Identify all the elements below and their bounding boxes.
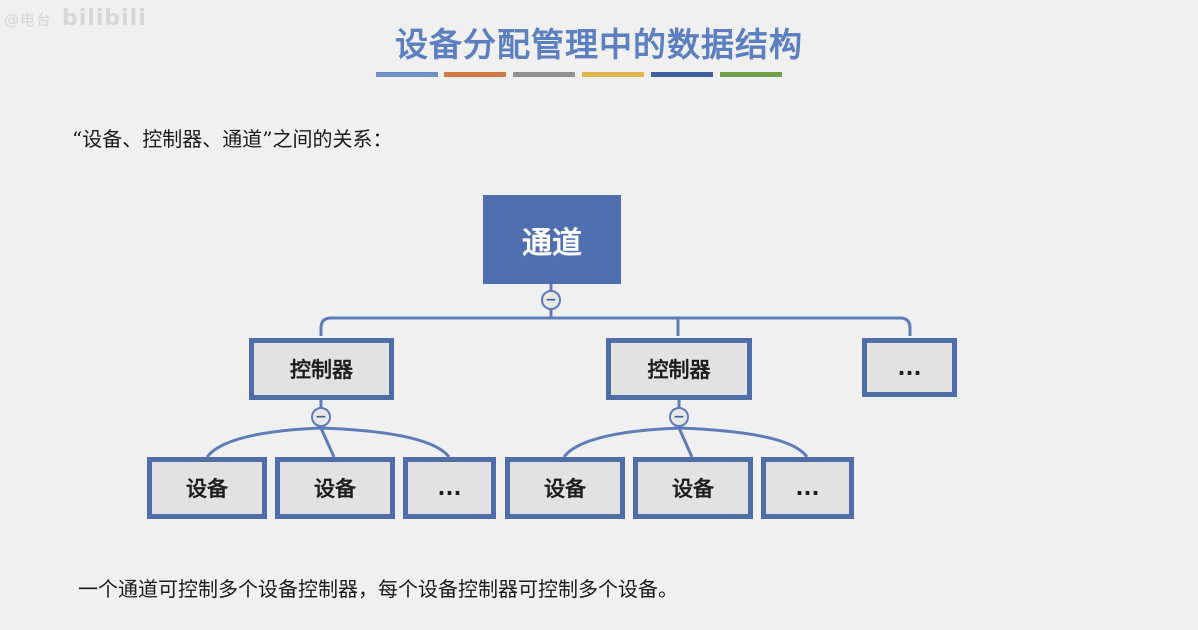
collapse-channel-icon[interactable]: − bbox=[541, 290, 561, 310]
device-node-2-more: ... bbox=[761, 457, 854, 519]
channel-node: 通道 bbox=[483, 195, 621, 284]
controller-node-more: ... bbox=[862, 338, 957, 397]
accent-bar-4 bbox=[582, 72, 644, 77]
watermark-prefix: @电台 bbox=[4, 11, 53, 29]
controller-node-1: 控制器 bbox=[249, 338, 394, 400]
caption-text: 一个通道可控制多个设备控制器，每个设备控制器可控制多个设备。 bbox=[78, 577, 678, 601]
watermark-logo: bilibili bbox=[62, 6, 147, 31]
slide-title: 设备分配管理中的数据结构 bbox=[395, 25, 803, 64]
device-node-1-2: 设备 bbox=[275, 457, 395, 519]
connector-root-mid bbox=[549, 309, 680, 336]
device-node-2-2: 设备 bbox=[633, 457, 753, 519]
intro-text: “设备、控制器、通道”之间的关系： bbox=[72, 127, 393, 151]
controller-node-2: 控制器 bbox=[606, 338, 752, 400]
accent-bar-3 bbox=[513, 72, 575, 77]
device-node-1-more: ... bbox=[403, 457, 496, 519]
accent-bar-5 bbox=[651, 72, 713, 77]
watermark: @电台 bilibili bbox=[4, 6, 147, 31]
connector-root-branch bbox=[319, 316, 912, 336]
connector-ctrl2-mid bbox=[677, 427, 694, 458]
accent-bar-6 bbox=[720, 72, 782, 77]
connector-ctrl1-mid bbox=[319, 427, 336, 458]
collapse-controller-1-icon[interactable]: − bbox=[311, 407, 331, 427]
device-node-2-1: 设备 bbox=[505, 457, 625, 519]
device-node-1-1: 设备 bbox=[147, 457, 267, 519]
accent-bar-2 bbox=[444, 72, 506, 77]
collapse-controller-2-icon[interactable]: − bbox=[669, 407, 689, 427]
accent-bar-1 bbox=[376, 72, 438, 77]
